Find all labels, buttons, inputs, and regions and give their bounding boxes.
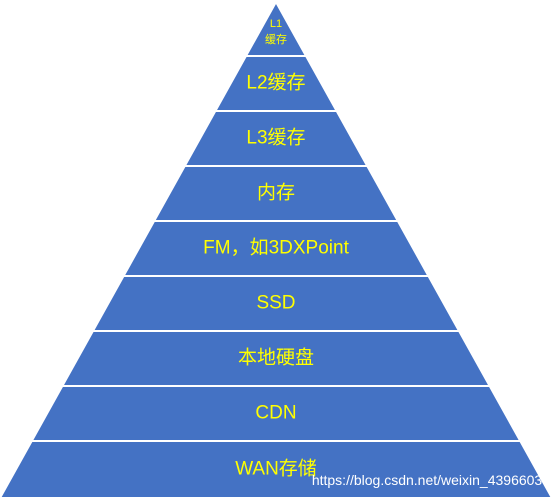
pyramid-tier-6-label: SSD [256, 293, 295, 314]
pyramid-tier-5-label: FM，如3DXPoint [203, 237, 349, 259]
pyramid-tier-4-label: 内存 [257, 182, 295, 204]
pyramid-tier-2-label: L2缓存 [246, 72, 305, 94]
watermark-text: https://blog.csdn.net/weixin_43966037 [311, 472, 550, 488]
pyramid-tier-9 [0, 440, 552, 499]
pyramid-tier-3-label: L3缓存 [246, 127, 305, 149]
pyramid-tier-7-label: 本地硬盘 [238, 347, 314, 369]
pyramid-tier-9-label: WAN存储 [235, 458, 317, 480]
pyramid-tier-1-label: L1 [270, 18, 282, 30]
pyramid-tier-8-label: CDN [255, 403, 296, 424]
pyramid-tier-1-label: 缓存 [265, 32, 287, 46]
